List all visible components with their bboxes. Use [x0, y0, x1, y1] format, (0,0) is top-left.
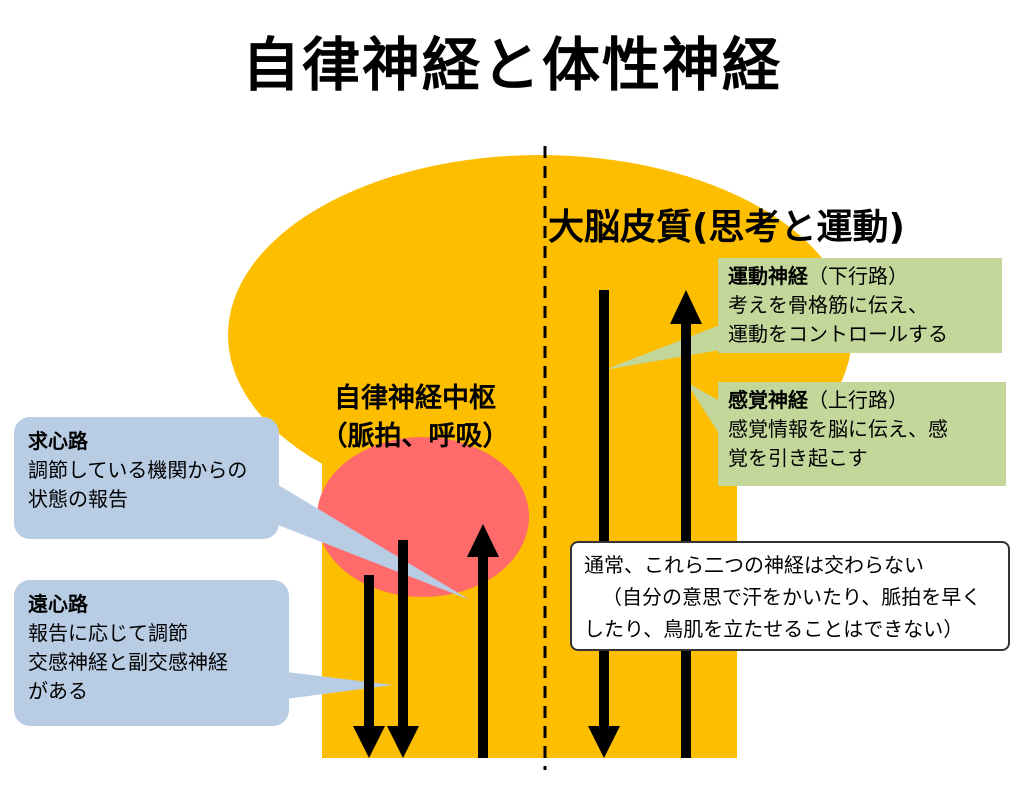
sensory-arrow-head: [670, 290, 702, 324]
motor-arrow-head: [588, 726, 620, 758]
sensory-nerve-line2: 覚を引き起こす: [728, 446, 868, 470]
motor-nerve-path: （下行路）: [808, 264, 908, 288]
sensory-nerve-callout: 感覚神経（上行路） 感覚情報を脳に伝え、感 覚を引き起こす: [718, 382, 1006, 486]
motor-nerve-line2: 運動をコントロールする: [728, 322, 948, 346]
sensory-nerve-heading: 感覚神経: [728, 388, 808, 412]
efferent-arrow-2-head: [387, 726, 419, 758]
brain-shape: [228, 155, 852, 515]
note-line3: したり、鳥肌を立たせることはできない）: [584, 617, 964, 641]
efferent-line1: 報告に応じて調節: [28, 621, 188, 645]
note-line2: （自分の意思で汗をかいたり、脈拍を早く: [602, 585, 982, 609]
motor-nerve-heading: 運動神経: [728, 264, 808, 288]
efferent-box-bg: [14, 580, 289, 726]
motor-nerve-callout: 運動神経（下行路） 考えを骨格筋に伝え、 運動をコントロールする: [718, 258, 1002, 353]
efferent-line2: 交感神経と副交感神経: [28, 650, 228, 674]
page-title: 自律神経と体性神経: [241, 31, 782, 99]
afferent-box-bg: [14, 417, 279, 539]
autonomic-center-subtitle: （脈拍、呼吸）: [320, 421, 510, 452]
efferent-heading: 遠心路: [28, 592, 88, 616]
cortex-label: 大脳皮質(思考と運動): [548, 207, 905, 248]
afferent-callout-pointer: [270, 480, 470, 600]
sensory-nerve-path: （上行路）: [808, 388, 908, 412]
autonomic-center-title: 自律神経中枢: [334, 383, 496, 414]
motor-nerve-line1: 考えを骨格筋に伝え、: [728, 293, 928, 317]
efferent-arrow-1-head: [353, 726, 385, 758]
afferent-line2: 状態の報告: [28, 487, 128, 511]
efferent-line3: がある: [28, 679, 88, 703]
afferent-arrow-head: [467, 524, 499, 557]
note-line1: 通常、これら二つの神経は交わらない: [584, 553, 924, 577]
afferent-line1: 調節している機関からの: [28, 458, 248, 482]
efferent-callout-pointer: [270, 670, 393, 700]
afferent-heading: 求心路: [28, 429, 88, 453]
sensory-callout-pointer: [686, 382, 718, 432]
afferent-callout: 求心路 調節している機関からの 状態の報告: [14, 417, 279, 539]
note-callout: 通常、これら二つの神経は交わらない （自分の意思で汗をかいたり、脈拍を早く した…: [570, 541, 1010, 651]
efferent-callout: 遠心路 報告に応じて調節 交感神経と副交感神経 がある: [14, 580, 289, 726]
autonomic-center-label: 自律神経中枢 （脈拍、呼吸）: [300, 380, 530, 456]
sensory-nerve-line1: 感覚情報を脳に伝え、感: [728, 417, 948, 441]
